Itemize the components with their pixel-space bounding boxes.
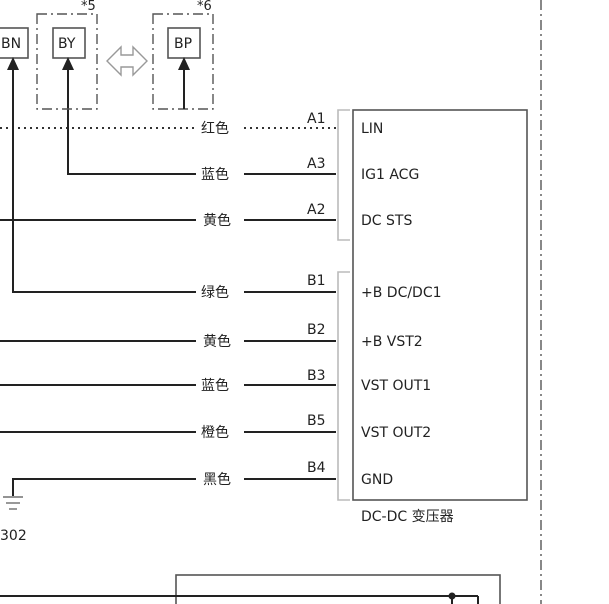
signal-vst-out1: VST OUT1 [361,378,431,394]
wire-gnd-left [12,478,196,496]
ground-symbol [3,496,23,510]
wire-color-b5: 橙色 [201,424,229,441]
pin-b5: B5 [307,413,326,429]
dc-dc-module-box[interactable] [352,109,528,501]
option-frame-5 [36,13,98,110]
connector-by[interactable] [52,27,86,59]
connector-bn[interactable] [0,27,29,59]
wire-color-b2: 黄色 [203,333,231,350]
signal-lin: LIN [361,121,383,137]
pin-a1: A1 [307,111,325,127]
signal-b-dcdc1: +B DC/DC1 [361,285,442,301]
connector-bp-label: BP [174,36,192,52]
pin-a3: A3 [307,156,325,172]
signal-dc-sts: DC STS [361,213,412,229]
ground-label: 302 [0,528,27,544]
signal-ig1-acg: IG1 ACG [361,167,419,183]
signal-b-vst2: +B VST2 [361,334,423,350]
connector-by-arrow [62,57,74,70]
module-name: DC-DC 变压器 [361,509,454,525]
wire-color-b1: 绿色 [201,284,229,301]
connector-bn-label: BN [1,36,21,52]
wire-color-a2: 黄色 [203,212,231,229]
connector-bn-arrow [7,57,19,70]
lower-module-box [175,574,501,604]
signal-gnd: GND [361,472,393,488]
wire-b-dcdc1-left [12,70,196,293]
connector-bp-arrow [178,57,190,70]
connector-bp[interactable] [167,27,201,59]
pin-a2: A2 [307,202,325,218]
connector-by-label: BY [58,36,76,52]
wire-color-a1: 红色 [201,120,229,137]
wire-color-b3: 蓝色 [201,377,229,394]
wire-ig1-acg-left [67,70,196,175]
connector-b-bracket [337,271,350,501]
alternate-double-arrow-icon [106,45,148,77]
pin-b3: B3 [307,368,326,384]
option-note-5: *5 [81,0,96,14]
pin-b4: B4 [307,460,326,476]
pin-b2: B2 [307,322,326,338]
wire-color-a3: 蓝色 [201,166,229,183]
signal-vst-out2: VST OUT2 [361,425,431,441]
pin-b1: B1 [307,273,326,289]
wire-color-b4: 黑色 [203,471,231,488]
connector-a-bracket [337,109,350,241]
splice-point [448,592,456,600]
option-note-6: *6 [197,0,212,14]
